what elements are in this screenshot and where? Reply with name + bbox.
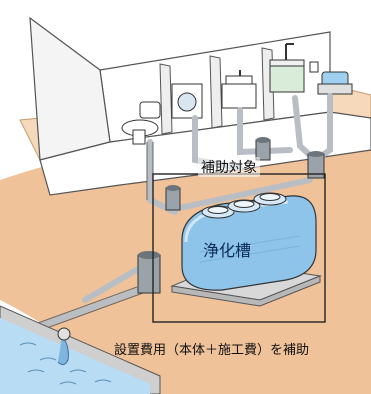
tank-manhole-3 (253, 192, 287, 206)
front-wall (39, 111, 371, 196)
inspection-pit-4 (137, 251, 161, 294)
left-wall (29, 16, 111, 161)
tank-manhole-2 (227, 199, 261, 213)
ditch-water (0, 318, 150, 394)
inspection-pit-2 (255, 137, 271, 161)
inspection-pit-1 (165, 185, 181, 211)
ditch-ripples (19, 342, 112, 385)
outlet-pipe-end (57, 327, 71, 341)
kitchen-sink (269, 43, 319, 93)
tank-manhole-1 (201, 205, 235, 219)
air-blower (317, 71, 353, 95)
partition-wall-2 (209, 55, 223, 129)
subsidy-scope-label: 補助対象 (198, 157, 260, 177)
toilet-fixture (121, 101, 161, 145)
subsidy-caption: 設置費用（本体＋施工費）を補助 (114, 343, 310, 358)
wash-basin (221, 70, 257, 109)
tank-base-slab-side (171, 275, 321, 307)
partition-wall-1 (159, 63, 173, 135)
washing-machine (171, 83, 203, 119)
inspection-pit-3 (307, 151, 325, 179)
septic-tank-label: 浄化槽 (203, 241, 252, 260)
pipe-outlines (26, 142, 154, 334)
outflow-water (57, 335, 69, 366)
